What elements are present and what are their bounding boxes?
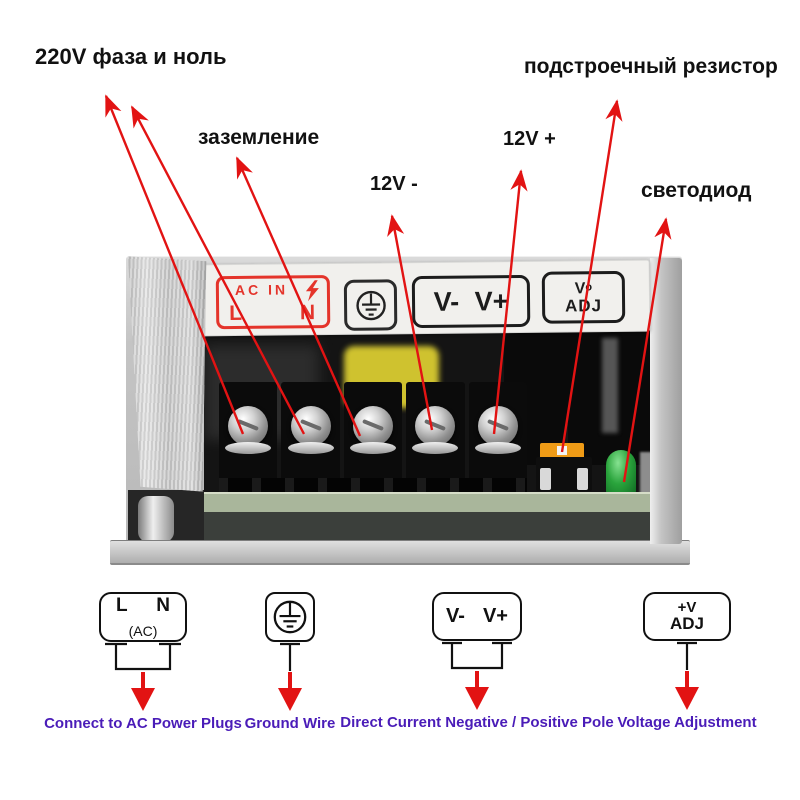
legend-ac-l: L [116,595,128,616]
terminal-ground [343,382,403,482]
pcb-edge [176,492,654,514]
case-bottom-shadow [204,512,656,540]
legend-v-minus: V- [446,605,465,627]
terminal-screw [228,406,269,446]
terminal-washer [474,442,521,454]
vo-text: Vo [574,279,593,297]
dc-terminals-box: V- V+ [411,274,531,329]
label-12v-minus: 12V - [370,173,418,195]
label-trimmer-resistor: подстроечный резистор [524,55,778,78]
terminal-block [219,382,528,482]
legend-adj-group: +V ADJ Voltage Adjustment [537,592,800,731]
lightning-icon [305,280,319,302]
metal-standoff [138,496,174,542]
legend-ac-sub: (AC) [128,623,158,639]
terminal-v-plus [468,382,528,482]
led-indicator [606,450,636,496]
neutral-terminal-text: N [299,301,316,325]
label-led: светодиод [641,179,752,202]
case-right-wall [650,258,682,544]
legend-ground-group: Ground Wire [140,592,440,732]
ground-icon [355,290,386,320]
label-ground: заземление [198,126,320,149]
red-down-arrow [278,672,302,711]
terminal-washer [412,442,459,454]
trimmer-pin [577,468,588,490]
legend-ground-box [265,592,315,642]
legend-ac-group: L N (AC) Connect to AC Power Plugs [0,592,293,732]
terminal-washer [225,442,272,454]
legend-ac-caption: Connect to AC Power Plugs [44,715,242,732]
legend-dc-box: V- V+ [432,592,522,641]
terminal-screw [290,406,331,446]
ground-symbol-box [343,279,398,331]
ac-in-label-box: AC IN L N [215,274,331,330]
terminal-screw [477,406,518,446]
trimmer-pin [540,468,551,490]
bracket-connector [442,641,512,670]
legend-adj-box: +V ADJ [643,592,731,641]
terminal-v-minus [406,382,465,482]
psu-label-sticker: AC IN L N V- V+ Vo ADJ [199,259,651,337]
ground-icon [273,600,307,634]
terminal-screw [353,406,394,446]
terminal-N [281,382,340,482]
label-220v-phase-neutral: 220V фаза и ноль [35,44,227,69]
legend-ac-box: L N (AC) [99,592,187,642]
wire-connector [280,642,300,671]
terminal-screw [415,406,456,446]
legend-dc-group: V- V+ Direct Current Negative / Positive… [327,592,627,731]
ac-in-text: AC IN [234,281,289,298]
red-down-arrow [131,672,155,711]
terminal-block-slots [219,478,527,496]
case-bottom-flange [110,540,690,565]
voltage-adjust-box: Vo ADJ [541,270,626,324]
legend-v-plus: V+ [482,605,508,627]
terminal-L [219,382,278,482]
adj-text: ADJ [564,295,603,316]
legend-adj-line2: ADJ [669,614,704,634]
legend-adj-caption: Voltage Adjustment [617,714,757,731]
red-down-arrow [465,671,489,710]
interior-heatsink-highlight [602,338,618,433]
terminal-washer [287,442,334,454]
line-terminal-text: L [229,301,243,326]
bracket-connector [105,642,181,671]
terminal-washer [350,442,397,454]
red-down-arrow [675,671,699,710]
label-12v-plus: 12V + [503,128,556,150]
legend-ground-caption: Ground Wire [244,715,336,732]
legend-ac-n: N [156,595,170,616]
legend-adj-line1: +V [677,598,697,616]
wire-connector [677,641,697,670]
legend-dc-caption: Direct Current Negative / Positive Pole [340,714,614,731]
